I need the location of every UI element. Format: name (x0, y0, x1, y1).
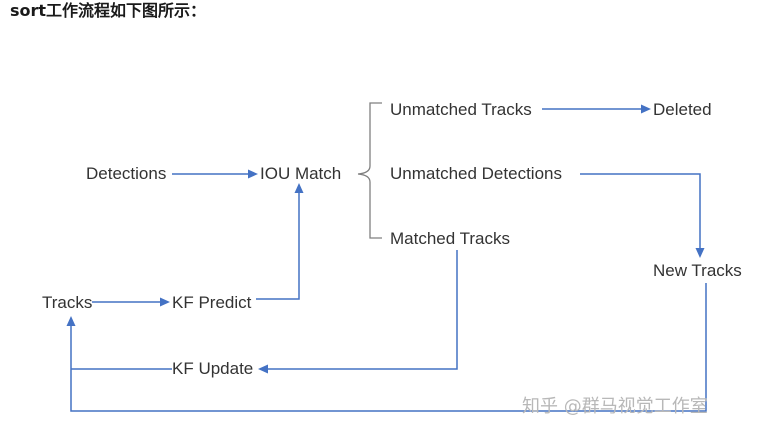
node-tracks: Tracks (42, 293, 92, 312)
arrowhead-deleted (641, 104, 651, 114)
arrowhead-iou-match-from-predict (294, 183, 304, 193)
arrowhead-new-tracks (695, 248, 705, 258)
node-iou-match: IOU Match (260, 164, 341, 183)
edge-unmatched-detections-to-new-tracks (580, 173, 701, 248)
arrowhead-kf-update (258, 364, 268, 374)
node-unmatched-detections: Unmatched Detections (390, 164, 562, 183)
node-kf-predict: KF Predict (172, 293, 252, 312)
iou-match-output-brace (357, 102, 382, 239)
edge-kf-predict-to-iou-match (256, 193, 300, 300)
arrowhead-tracks (66, 316, 76, 326)
node-kf-update: KF Update (172, 359, 253, 378)
node-matched-tracks: Matched Tracks (390, 229, 510, 248)
arrowhead-iou-match (248, 169, 258, 179)
node-detections: Detections (86, 164, 166, 183)
node-new-tracks: New Tracks (653, 261, 742, 280)
arrowhead-kf-predict (160, 297, 170, 307)
edge-new-tracks-to-tracks (70, 283, 707, 412)
edge-matched-tracks-to-kf-update (268, 250, 458, 370)
watermark: 知乎 @群马视觉工作室 (522, 396, 708, 417)
page-heading: sort工作流程如下图所示： (10, 1, 207, 20)
node-unmatched-tracks: Unmatched Tracks (390, 100, 532, 119)
node-deleted: Deleted (653, 100, 712, 119)
